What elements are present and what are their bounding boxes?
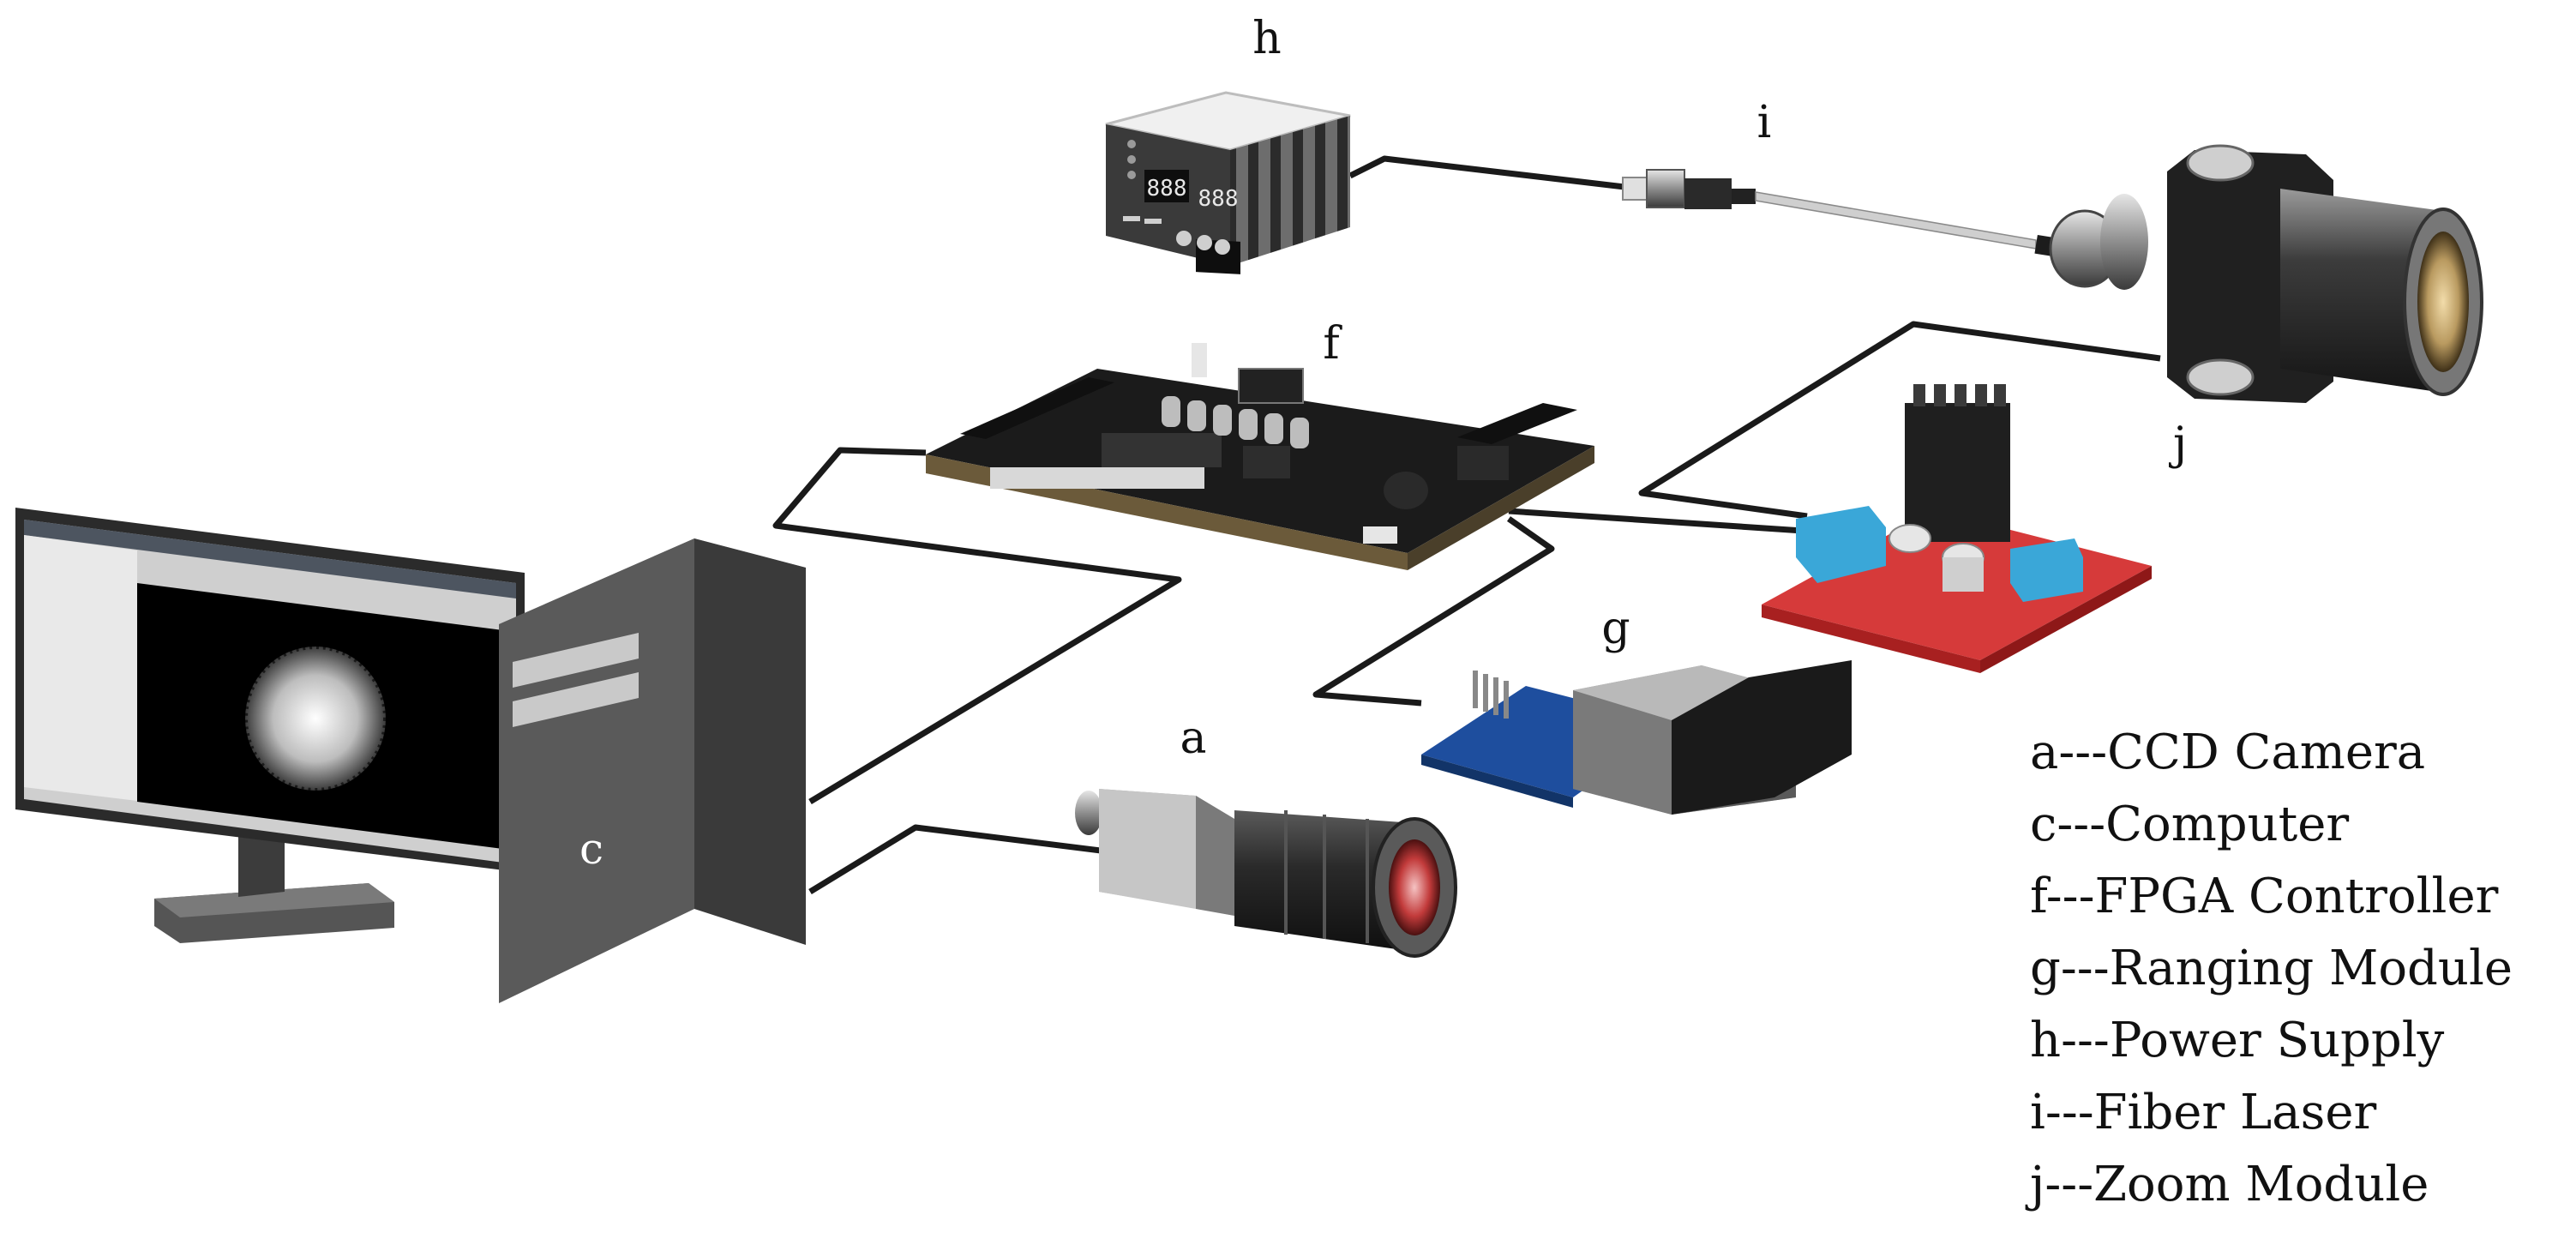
label-f: f [1323,318,1342,370]
ranging-module [1421,660,1852,815]
label-g: g [1601,603,1630,654]
power-display-left: 888 [1147,176,1187,201]
label-i: i [1757,97,1772,148]
label-j: j [2169,418,2187,470]
cable-fpga-to-ranging [1312,516,1555,707]
legend-item-c: c---Computer [2030,797,2350,852]
legend-item-f: f---FPGA Controller [2030,869,2499,924]
fpga-controller [926,343,1594,570]
legend-item-j: j---Zoom Module [2030,1157,2429,1212]
cables [772,155,2161,894]
monitor [15,508,525,943]
power-display-right: 888 [1198,186,1239,212]
cable-fpga-to-computer [772,447,1182,804]
legend-item-h: h---Power Supply [2030,1013,2445,1068]
cable-power-to-laser [1348,155,1625,190]
label-h: h [1252,13,1282,64]
fiber-laser [1622,169,2062,258]
power-supply [1105,91,1351,274]
legend: a---CCD Camera c---Computer f---FPGA Con… [2030,717,2561,1221]
label-c: c [579,824,603,874]
legend-item-a: a---CCD Camera [2030,725,2426,780]
legend-item-g: g---Ranging Module [2030,941,2513,996]
label-a: a [1180,713,1206,764]
zoom-module [2049,144,2483,403]
computer-tower [499,538,806,1003]
cable-camera-to-computer [808,824,1122,894]
motor-driver-board [1762,384,2152,673]
cable-fpga-to-driver [1508,508,1816,535]
cable-zoom-to-driver [1638,321,2161,520]
legend-item-i: i---Fiber Laser [2030,1085,2377,1140]
ccd-camera [1075,789,1457,958]
